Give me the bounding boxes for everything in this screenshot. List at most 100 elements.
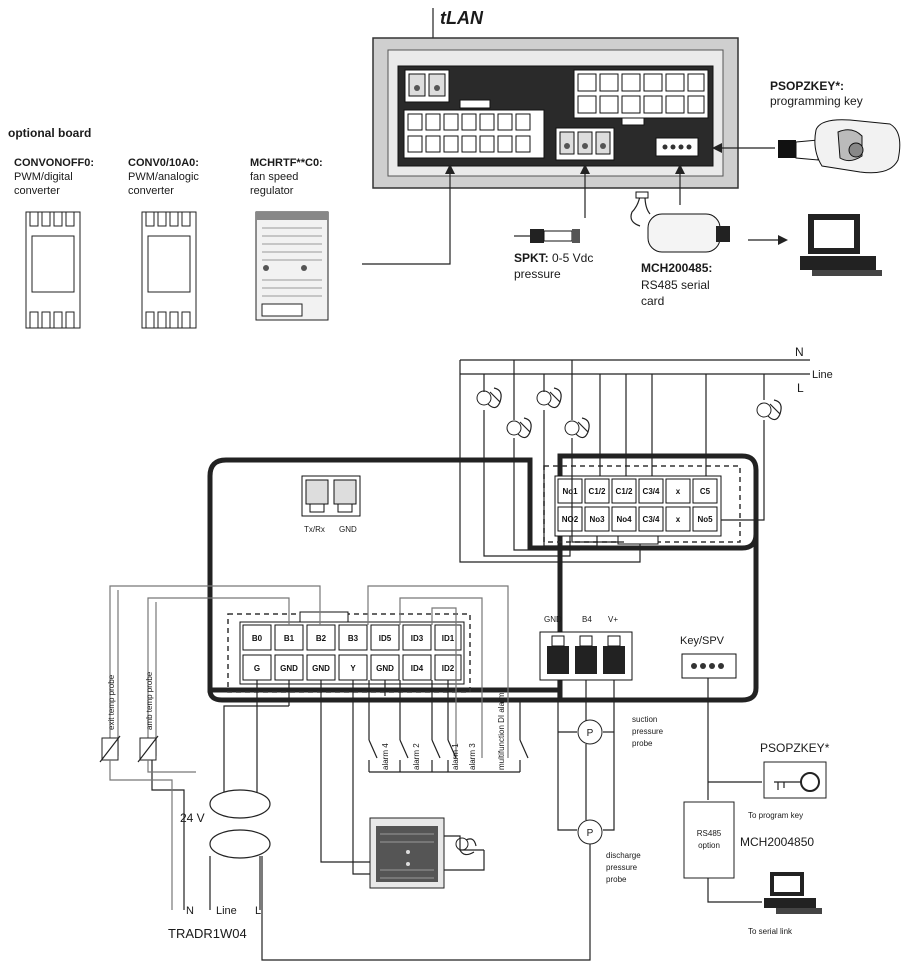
keyspv-connector (681, 653, 737, 679)
fan-icon (455, 837, 477, 856)
relay-top-1: No1 (562, 487, 578, 496)
suction-p-label: P (587, 728, 594, 739)
exit-temp-probe-label: exit temp probe (107, 674, 116, 730)
discharge-pressure-probe-icon (577, 819, 603, 845)
fan-regulator-module-icon (255, 211, 329, 321)
spkt-line1: 0-5 Vdc (552, 251, 593, 265)
convonoff-module-icon (25, 211, 81, 329)
gnd-label: GND (339, 525, 357, 534)
spkt-code: SPKT: (514, 251, 549, 265)
bottom-line-label: Line (216, 905, 237, 917)
psopzkey-code: PSOPZKEY*: (770, 79, 844, 93)
input-top-4: B3 (348, 634, 359, 643)
relay-bottom-3: No4 (616, 515, 632, 524)
mchrtf-line1: fan speed (250, 171, 298, 183)
mch2004850-label: MCH2004850 (740, 835, 814, 849)
alarm-3-label: alarm 3 (468, 743, 477, 770)
input-top-5: ID5 (379, 634, 392, 643)
input-top-1: B0 (252, 634, 263, 643)
rs485-option-line1: RS485 (697, 829, 722, 838)
multifunction-alarm-label: multifunction DI alarm (497, 692, 506, 770)
input-top-6: ID3 (411, 634, 424, 643)
conv010-line1: PWM/analogic (128, 171, 199, 183)
suction-line1: suction (632, 715, 657, 724)
relay-top-5: x (676, 487, 681, 496)
alarm-4-label: alarm 4 (381, 743, 390, 770)
controller-outline (207, 453, 759, 693)
to-program-key-label: To program key (748, 811, 803, 820)
input-bottom-5: GND (376, 664, 394, 673)
mch200485-code: MCH200485: (641, 261, 712, 275)
convonoff-code: CONVONOFF0: (14, 157, 94, 169)
programming-key-icon (778, 119, 901, 174)
fan-regulator-icon (369, 817, 445, 889)
b4-vplus-label: V+ (608, 615, 618, 624)
discharge-line2: pressure (606, 863, 638, 872)
relay-bottom-4: C3/4 (643, 515, 660, 524)
tlan-terminal-block (301, 475, 361, 517)
discharge-p-label: P (587, 828, 594, 839)
alarm-1-label: alarm 1 (451, 743, 460, 770)
input-top-2: B1 (284, 634, 295, 643)
tradr-label: TRADR1W04 (168, 926, 247, 941)
conv010-code: CONV0/10A0: (128, 157, 199, 169)
relay-top-3: C1/2 (616, 487, 633, 496)
txrx-label: Tx/Rx (304, 525, 325, 534)
computer-icon (764, 872, 822, 914)
input-terminal-block (239, 611, 465, 685)
conv010-module-icon (141, 211, 197, 329)
relay-terminal-block (554, 475, 722, 545)
relay-top-2: C1/2 (589, 487, 606, 496)
computer-icon (800, 214, 882, 276)
pressure-terminal-block (539, 631, 633, 681)
input-bottom-4: Y (350, 664, 356, 673)
convonoff-line1: PWM/digital (14, 171, 73, 183)
b4-gnd-label: GND (544, 615, 562, 624)
line-label: Line (812, 369, 833, 381)
tlan-label: tLAN (440, 8, 484, 28)
convonoff-line2: converter (14, 185, 60, 197)
keyspv-label: Key/SPV (680, 635, 725, 647)
mch200485-line1: RS485 serial (641, 278, 710, 292)
amb-temp-probe-label: amb temp probe (145, 671, 154, 730)
transformer-voltage-label: 24 V (180, 811, 205, 825)
mchrtf-line2: regulator (250, 185, 294, 197)
input-bottom-7: ID2 (442, 664, 455, 673)
line-n-label: N (795, 345, 804, 359)
optional-board-title: optional board (8, 126, 91, 140)
alarm-2-label: alarm 2 (412, 743, 421, 770)
temp-probe-icon (99, 735, 159, 763)
input-bottom-3: GND (312, 664, 330, 673)
fan-icon (476, 387, 782, 439)
input-top-3: B2 (316, 634, 327, 643)
relay-top-6: C5 (700, 487, 711, 496)
relay-top-4: C3/4 (643, 487, 660, 496)
conv010-line2: converter (128, 185, 174, 197)
key-icon (763, 761, 827, 799)
psopzkey2-label: PSOPZKEY* (760, 741, 830, 755)
relay-bottom-6: No5 (697, 515, 713, 524)
input-bottom-2: GND (280, 664, 298, 673)
rs485-option-line2: option (698, 841, 720, 850)
line-l-label: L (797, 381, 804, 395)
input-bottom-1: G (254, 664, 260, 673)
input-top-7: ID1 (442, 634, 455, 643)
bottom-n-label: N (186, 905, 194, 917)
discharge-line1: discharge (606, 851, 641, 860)
input-bottom-6: ID4 (411, 664, 424, 673)
rs485-option-box (683, 801, 735, 879)
mch200485-line2: card (641, 294, 664, 308)
spkt-probe-icon (514, 229, 580, 243)
relay-bottom-2: No3 (589, 515, 605, 524)
suction-line3: probe (632, 739, 653, 748)
rs485-card-icon (630, 191, 730, 253)
suction-pressure-probe-icon (577, 719, 603, 745)
suction-line2: pressure (632, 727, 664, 736)
psopzkey-desc: programming key (770, 94, 863, 108)
discharge-line3: probe (606, 875, 627, 884)
spkt-line2: pressure (514, 267, 561, 281)
relay-bottom-1: NO2 (562, 515, 579, 524)
mchrtf-code: MCHRTF**C0: (250, 157, 323, 169)
